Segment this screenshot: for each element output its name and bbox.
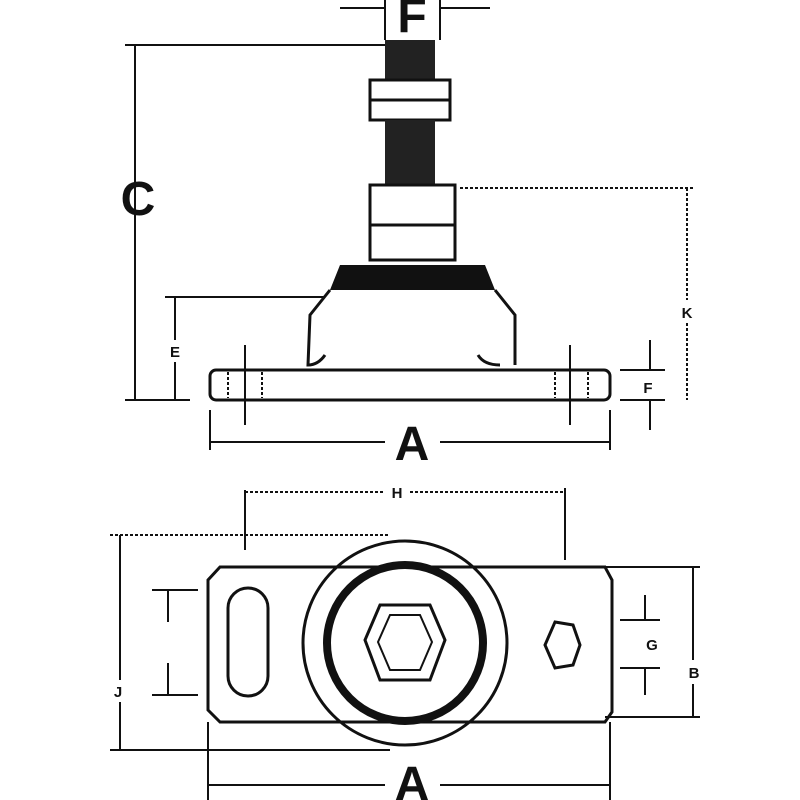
rubber-cap	[330, 265, 495, 290]
label-overall-height: C	[121, 173, 156, 226]
base-plate	[208, 368, 612, 402]
mounting-hole	[543, 620, 582, 670]
label-base-thickness: F	[643, 380, 652, 397]
side-view: F C E K F	[121, 0, 697, 471]
mounting-slot	[226, 586, 270, 698]
top-view: H J G B	[108, 485, 703, 800]
stud-end	[376, 614, 434, 671]
base-plate-top	[206, 565, 614, 724]
label-hole-diameter: G	[646, 637, 658, 654]
rubber-ring	[323, 561, 487, 725]
housing-outer	[301, 539, 509, 747]
label-base-height: E	[170, 344, 180, 361]
label-stud-height: K	[682, 305, 693, 322]
nut-lower	[368, 183, 457, 262]
label-base-width: B	[689, 665, 700, 682]
threaded-stud-mid	[385, 120, 435, 185]
hex-nut	[363, 603, 447, 682]
label-base-length-side: A	[395, 418, 430, 471]
label-overall-width: J	[114, 684, 122, 701]
threaded-stud-top	[385, 40, 435, 80]
label-base-length-top: A	[395, 758, 430, 800]
label-hole-spacing: H	[392, 485, 403, 502]
label-stud-width: F	[397, 0, 426, 43]
